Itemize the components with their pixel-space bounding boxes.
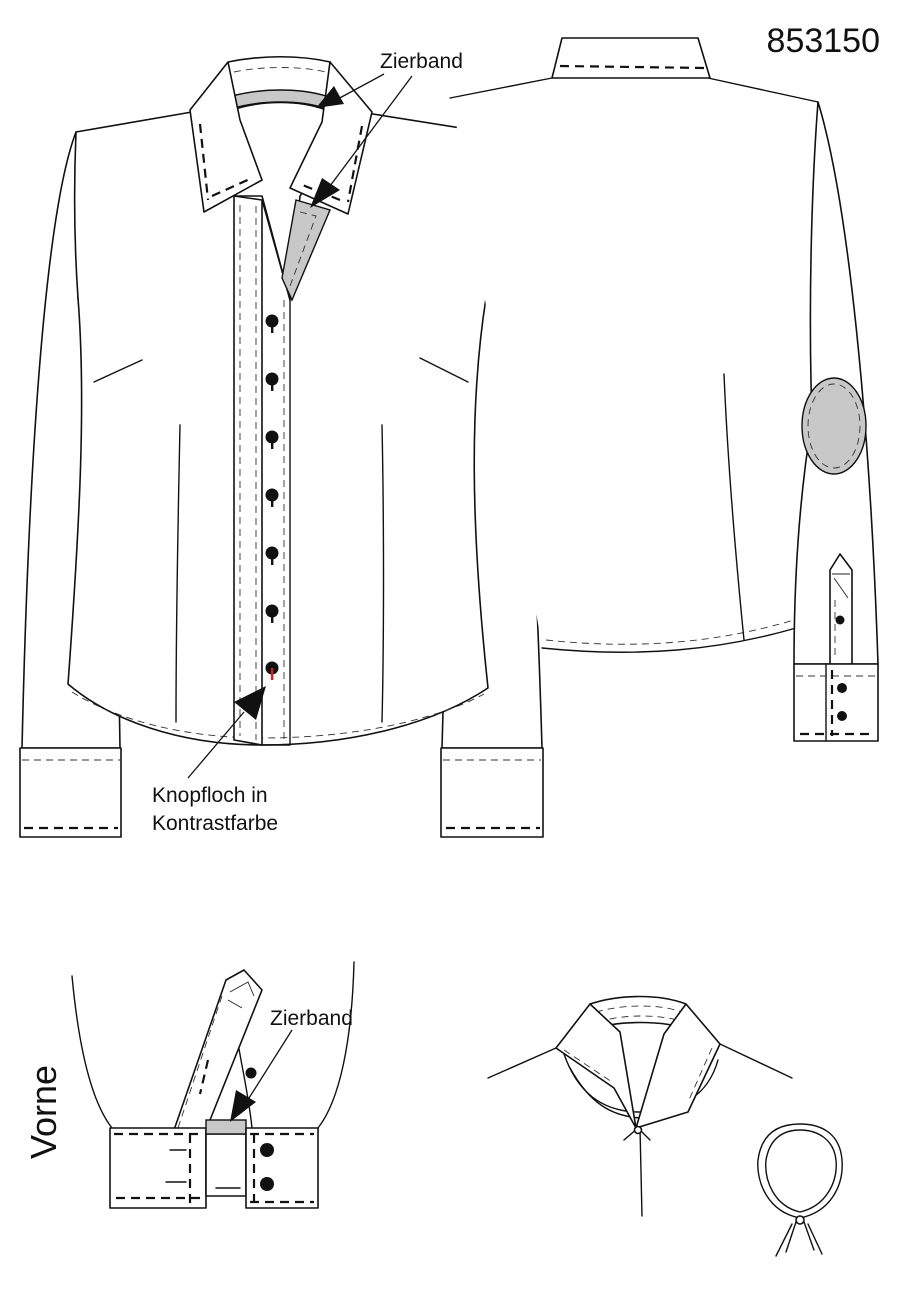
front-collar-left (189, 61, 263, 213)
front-right-cuff (440, 747, 544, 838)
back-body (452, 78, 818, 652)
label-zierband-cuff: Zierband (270, 1007, 353, 1030)
back-collar (551, 37, 711, 79)
buttonhole-icon (271, 437, 274, 449)
contrast-buttonhole-icon (271, 668, 274, 680)
label-knopfloch-line2: Kontrastfarbe (152, 812, 278, 835)
elbow-patch (801, 377, 867, 475)
front-left-cuff (19, 747, 122, 838)
pointer-arrow-icon (310, 178, 340, 208)
cuff-left-part (109, 1127, 207, 1209)
buttonhole-icon (271, 611, 274, 623)
pointer-arrow-icon (234, 686, 266, 720)
label-zierband-top: Zierband (380, 50, 463, 73)
cuff-detail (71, 961, 355, 1209)
front-buttons (265, 314, 279, 680)
label-knopfloch-line1: Knopfloch in (152, 784, 268, 807)
front-placket (233, 195, 263, 746)
button-icon (837, 711, 847, 721)
front-facing-zierband (281, 199, 331, 302)
button-icon (837, 683, 847, 693)
tie-loop-detail (757, 1123, 843, 1257)
buttonhole-icon (271, 553, 274, 565)
back-cuff (793, 663, 879, 742)
back-view (449, 37, 879, 742)
front-collar-zierband (231, 89, 327, 109)
front-view (19, 55, 544, 838)
buttonhole-icon (271, 495, 274, 507)
button-icon (245, 1067, 257, 1079)
cuff-right-part (245, 1127, 319, 1209)
pointer-arrow-icon (316, 86, 344, 108)
button-icon (835, 615, 845, 625)
collar-detail (487, 995, 793, 1217)
front-body (67, 111, 490, 746)
buttonhole-icon (271, 321, 274, 333)
button-icon (260, 1143, 274, 1157)
cuff-zierband (205, 1119, 247, 1135)
buttonhole-icon (271, 379, 274, 391)
label-vorne: Vorne (23, 1065, 64, 1159)
cuff-middle-band (205, 1133, 247, 1197)
collar-detail-left-leaf (555, 1003, 637, 1129)
back-sleeve-placket (829, 553, 853, 665)
pointer-arrow-icon (230, 1090, 256, 1122)
button-icon (260, 1177, 274, 1191)
collar-detail-right-leaf (635, 1003, 721, 1129)
article-number: 853150 (767, 22, 880, 60)
